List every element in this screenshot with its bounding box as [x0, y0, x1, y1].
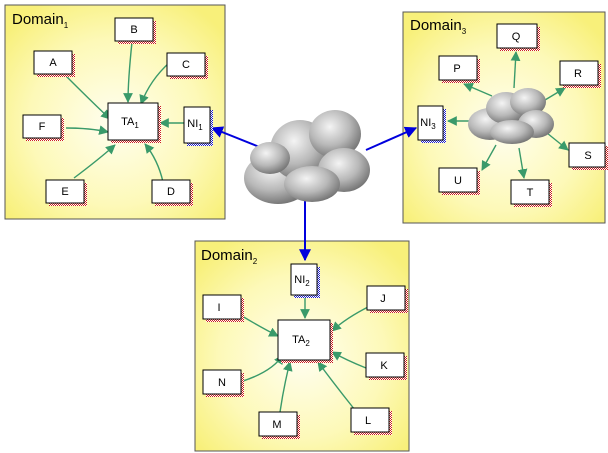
node-ta1[interactable]: TA1	[107, 102, 161, 143]
edge-cloud3-t	[517, 147, 528, 179]
node-u-label: U	[454, 175, 462, 187]
node-ni3-label: NI3	[420, 117, 436, 131]
node-j[interactable]: J	[366, 285, 408, 313]
edge-k-ta2	[331, 351, 367, 369]
edge-cloud3-r	[544, 87, 566, 101]
node-p[interactable]: P	[438, 55, 480, 83]
node-i-label: I	[217, 302, 220, 314]
node-s[interactable]: S	[568, 142, 608, 170]
edge-l-ta2	[317, 361, 356, 411]
node-m-label: M	[272, 419, 281, 431]
edge-i-ta2	[241, 315, 279, 337]
domain-3-arrows	[447, 51, 569, 179]
edge-j-ta2	[331, 305, 371, 332]
node-r[interactable]: R	[559, 60, 601, 88]
domain-3-cloud-icon	[468, 88, 554, 144]
node-f[interactable]: F	[22, 114, 64, 141]
node-d-label: D	[167, 186, 175, 198]
node-n[interactable]: N	[202, 369, 244, 397]
node-q[interactable]: Q	[496, 23, 540, 51]
edge-cloud3-p	[463, 82, 493, 97]
node-t-label: T	[527, 187, 534, 199]
edge-e-ta1	[73, 144, 116, 179]
node-c[interactable]: C	[166, 52, 208, 79]
node-ta2[interactable]: TA2	[277, 319, 333, 363]
edge-cloud3-s	[546, 132, 569, 151]
edge-cloud3-q	[510, 51, 521, 89]
node-ni3[interactable]: NI3	[417, 105, 446, 143]
node-k[interactable]: K	[365, 352, 407, 380]
node-k-label: K	[380, 360, 388, 372]
node-c-label: C	[182, 59, 190, 71]
node-p-label: P	[453, 63, 460, 75]
node-l-label: L	[365, 415, 371, 427]
domain-2-title: Domain2	[201, 247, 258, 266]
node-e[interactable]: E	[45, 179, 87, 206]
node-t[interactable]: T	[510, 179, 552, 207]
domain-1-title: Domain1	[12, 11, 69, 30]
edge-b-ta1	[123, 41, 133, 103]
node-m[interactable]: M	[258, 411, 300, 439]
edge-f-ta1	[65, 125, 109, 135]
node-ni1-label: NI1	[187, 118, 203, 132]
nodes: A B C F E D TA1	[22, 17, 608, 439]
edge-a-ta1	[65, 75, 111, 120]
node-ni1[interactable]: NI1	[183, 106, 213, 146]
domain-3-title: Domain3	[410, 17, 467, 36]
node-ta2-label: TA2	[292, 334, 310, 348]
node-r-label: R	[574, 68, 582, 80]
node-ta1-label: TA1	[121, 116, 139, 130]
edge-d-ta1	[144, 143, 164, 183]
node-ni2-label: NI2	[294, 274, 310, 288]
node-b-label: B	[130, 24, 137, 36]
node-q-label: Q	[512, 31, 521, 43]
main-cloud-icon	[244, 110, 370, 204]
node-j-label: J	[380, 293, 386, 305]
node-l[interactable]: L	[350, 407, 392, 435]
node-e-label: E	[61, 186, 68, 198]
node-f-label: F	[39, 121, 46, 133]
edge-m-ta2	[279, 361, 293, 413]
node-s-label: S	[584, 150, 591, 162]
node-ni2[interactable]: NI2	[290, 263, 320, 298]
edge-cloud-ni3	[365, 126, 418, 151]
main-cloud-links	[210, 126, 418, 262]
node-b[interactable]: B	[114, 17, 156, 44]
node-d[interactable]: D	[151, 179, 193, 206]
node-n-label: N	[218, 377, 226, 389]
edge-cloud-ni1	[210, 126, 263, 149]
node-i[interactable]: I	[202, 294, 244, 322]
node-a-label: A	[49, 57, 57, 69]
edge-cloud3-u	[481, 144, 497, 171]
domain-2-arrows	[239, 295, 371, 413]
node-u[interactable]: U	[438, 167, 480, 195]
node-a[interactable]: A	[33, 50, 75, 77]
